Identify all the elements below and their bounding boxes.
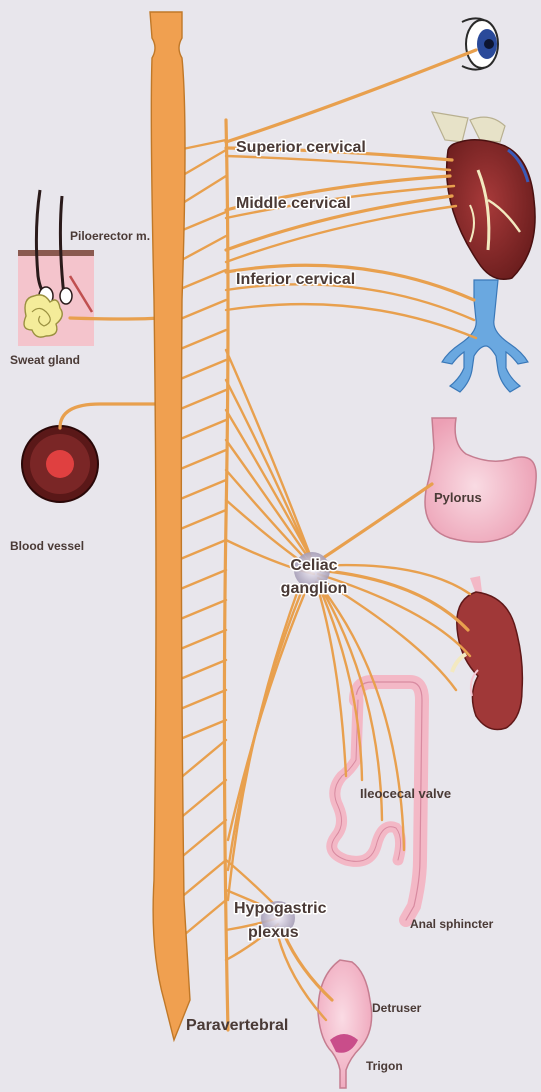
label-detruser: Detruser (372, 1001, 422, 1015)
label-plexus: plexus (248, 924, 299, 941)
label-anal-sphincter: Anal sphincter (410, 917, 494, 931)
eye-icon (462, 18, 498, 69)
label-celiac: Celiac (290, 557, 337, 574)
label-pylorus: Pylorus (434, 490, 482, 505)
stomach-icon (425, 418, 536, 542)
label-ileocecal-valve: Ileocecal valve (360, 786, 451, 801)
intestine-icon (332, 682, 422, 920)
label-middle-cervical: Middle cervical (236, 195, 351, 212)
communicating-rami (178, 140, 226, 940)
lung-icon (442, 280, 528, 392)
label-sweat-gland: Sweat gland (10, 353, 80, 367)
label-piloerector: Piloerector m. (70, 229, 150, 243)
bladder-icon (318, 960, 372, 1088)
spinal-cord (150, 12, 190, 1040)
label-blood-vessel: Blood vessel (10, 539, 84, 553)
label-inferior-cervical: Inferior cervical (236, 271, 355, 288)
label-trigon: Trigon (366, 1059, 403, 1073)
skin-icon (18, 190, 94, 346)
kidney-icon (452, 576, 522, 730)
label-superior-cervical: Superior cervical (236, 139, 366, 156)
blood-vessel-icon (22, 426, 98, 502)
label-paravertebral: Paravertebral (186, 1017, 288, 1034)
label-hypogastric: Hypogastric (234, 900, 327, 917)
label-ganglion: ganglion (281, 580, 348, 597)
